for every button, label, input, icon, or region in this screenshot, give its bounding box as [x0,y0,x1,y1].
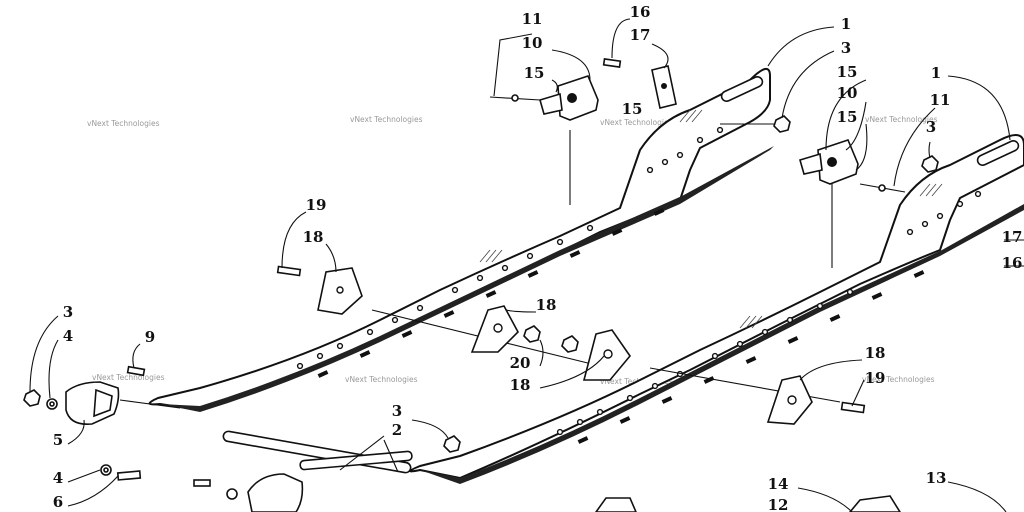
callout-19: 19 [865,369,886,387]
nut-3-center [443,435,461,453]
rail-front-hatch [739,183,943,329]
callout-2: 2 [392,421,402,439]
callout-11: 11 [930,91,951,109]
callout-16: 16 [1002,254,1023,272]
callout-1: 1 [931,64,941,82]
callout-18: 18 [510,376,531,394]
rail-back-hatch [479,109,703,263]
watermark-4: vNext Technologies [865,115,938,124]
callout-18: 18 [536,296,557,314]
cross-shafts [119,123,841,474]
callout-15: 15 [837,63,858,81]
bolt-6 [116,470,142,481]
callout-3: 3 [841,39,851,57]
mount-plate-upper [602,58,677,109]
callout-1: 1 [841,15,851,33]
shock-mount-bracket-right [799,139,906,193]
callout-18: 18 [303,228,324,246]
watermark-1: vNext Technologies [87,119,160,128]
callout-12: 12 [768,496,789,512]
callout-19: 19 [306,196,327,214]
watermark-5: vNext Technologies [92,373,165,382]
callout-15: 15 [837,108,858,126]
nut-right [921,155,939,173]
watermark-3: vNext Technologies [600,118,673,127]
rail-front [409,134,1024,484]
end-cap-lower [193,473,304,512]
bracket-18-left [276,265,363,315]
washer-4-lower [100,464,112,476]
callout-18: 18 [865,344,886,362]
rail-front-slots [577,270,925,444]
watermark-8: vNext Technologies [862,375,935,384]
callout-17: 17 [1002,228,1023,246]
rail-front-holes [556,190,982,436]
watermark-2: vNext Technologies [350,115,423,124]
callout-20: 20 [510,354,531,372]
callout-9: 9 [145,328,155,346]
callout-5: 5 [53,431,63,449]
leader-lines [29,18,1024,512]
end-cap-5 [65,381,120,426]
bracket-18-center [470,305,541,353]
bracket-18-lower [561,329,632,381]
nut-upper [773,115,791,133]
callout-10: 10 [522,34,543,52]
callout-13: 13 [926,469,947,487]
callout-4: 4 [63,327,73,345]
callout-4: 4 [53,469,63,487]
washer-4-left [46,398,58,410]
callout-3: 3 [392,402,402,420]
callout-10: 10 [837,84,858,102]
watermark-6: vNext Technologies [345,375,418,384]
callout-3: 3 [63,303,73,321]
callout-17: 17 [630,26,651,44]
callout-14: 14 [768,475,789,493]
callout-15: 15 [622,100,643,118]
nut-3-left [23,389,41,407]
rail-back-holes [296,126,724,370]
rail-back [148,68,774,412]
shock-mount-bracket-upper [489,75,599,121]
bracket-18-right [766,375,866,425]
callout-15: 15 [524,64,545,82]
callout-6: 6 [53,493,63,511]
idler-block-14 [595,495,901,512]
rail-back-slots [317,208,665,378]
bolt-9 [126,365,146,377]
callout-16: 16 [630,3,651,21]
rail-front-end-slot [976,140,1020,166]
rail-back-end-slot [720,76,764,102]
callout-11: 11 [522,10,543,28]
callout-3: 3 [926,118,936,136]
